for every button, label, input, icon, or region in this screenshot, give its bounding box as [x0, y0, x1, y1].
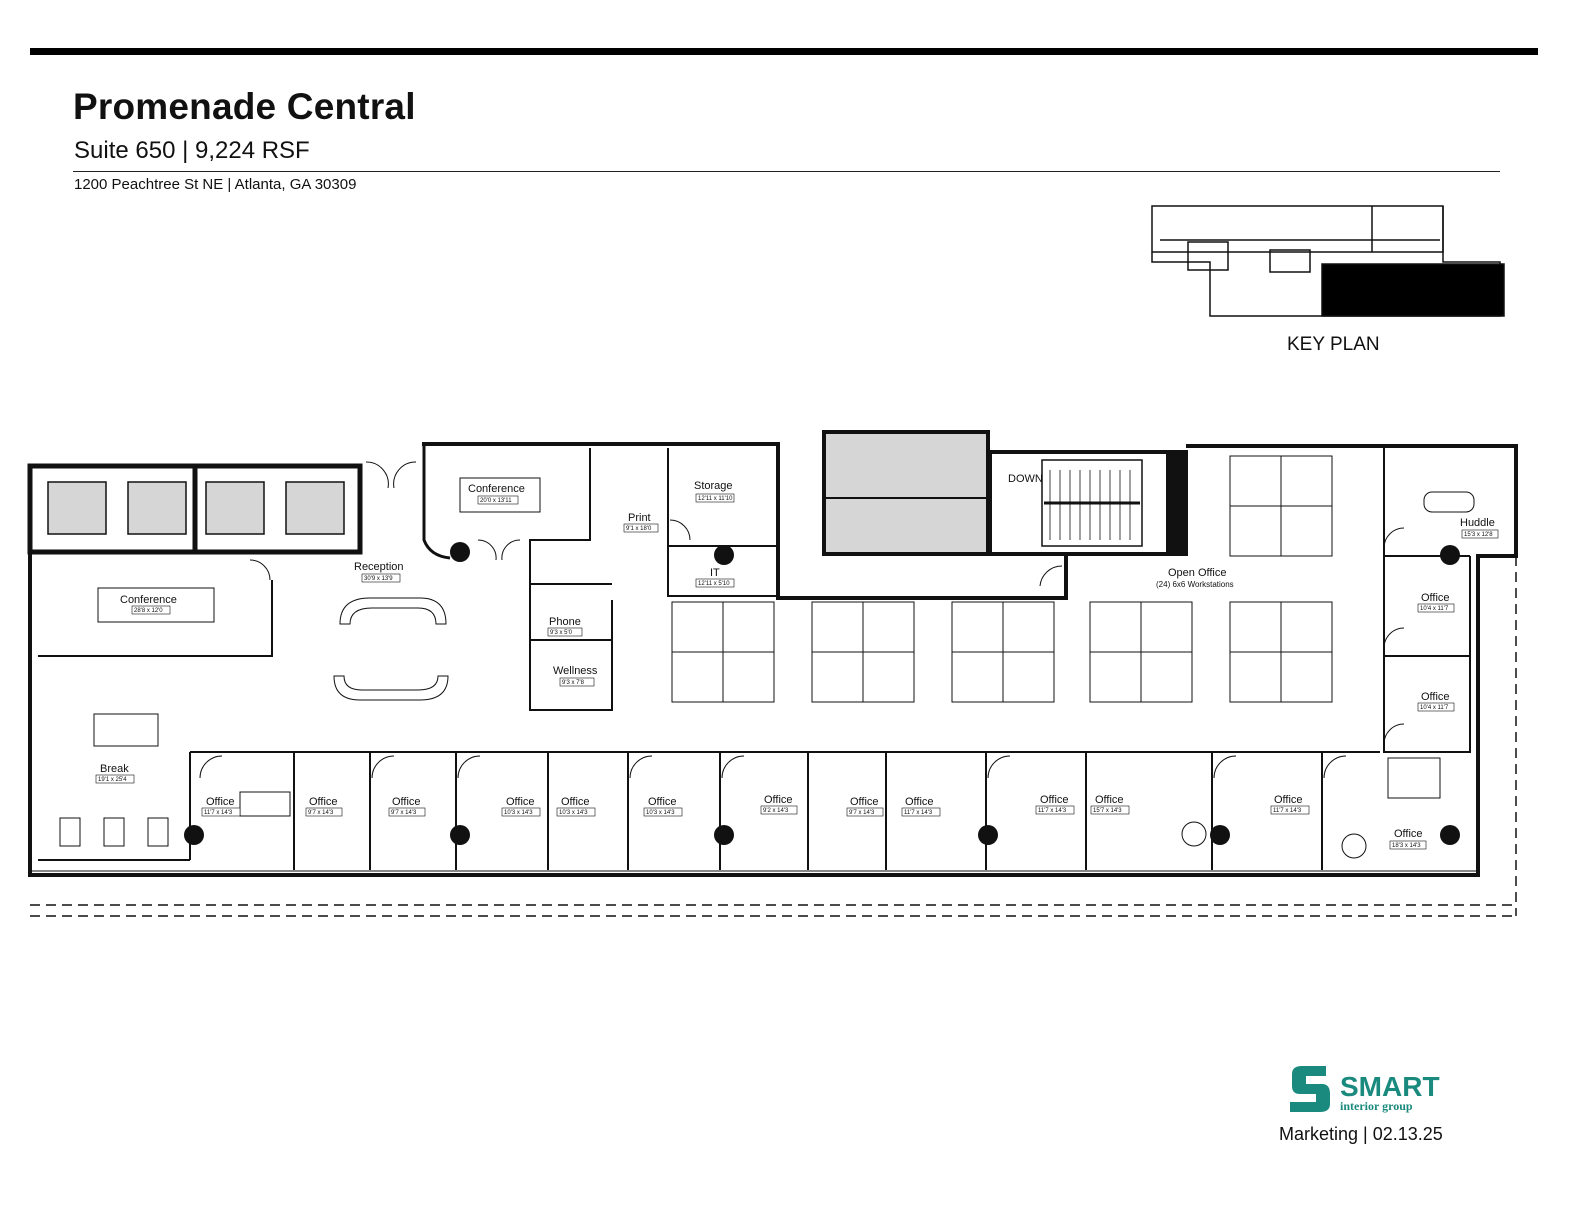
office-s2-label: Office: [309, 796, 338, 808]
footer-date: Marketing | 02.13.25: [1279, 1124, 1443, 1144]
office-s8-label: Office: [850, 796, 879, 808]
page-title: Promenade Central: [73, 86, 416, 127]
huddle-dims: 15'3 x 12'8: [1464, 532, 1493, 538]
logo-subtext: interior group: [1340, 1099, 1413, 1113]
smart-logo: SMART interior group: [1290, 1066, 1440, 1113]
office-s10-label: Office: [1040, 794, 1069, 806]
office-s5-dims: 10'3 x 14'3: [559, 810, 588, 816]
office-s8-dims: 9'7 x 14'3: [849, 810, 875, 816]
print-label: Print: [628, 512, 651, 524]
conference-dims-2: 28'8 x 12'0: [134, 608, 163, 614]
office-s7-label: Office: [764, 794, 793, 806]
room-labels: Conference 20'0 x 13'11 Conference 28'8 …: [95, 480, 1499, 850]
print-dims: 9'1 x 18'0: [626, 526, 652, 532]
address: 1200 Peachtree St NE | Atlanta, GA 30309: [74, 176, 357, 193]
open-office-label: Open Office: [1168, 567, 1227, 579]
wellness-label: Wellness: [553, 665, 598, 677]
office-s5-label: Office: [561, 796, 590, 808]
office-s1-label: Office: [206, 796, 235, 808]
wellness-dims: 9'3 x 7'8: [562, 680, 585, 686]
office-corner-label: Office: [1394, 828, 1423, 840]
interior-walls: [38, 446, 1471, 870]
office-ne-1-label: Office: [1421, 592, 1450, 604]
key-plan-drawing: [1151, 205, 1505, 317]
doors: [199, 461, 1405, 779]
conference-label-2: Conference: [120, 594, 177, 606]
reception-label: Reception: [354, 561, 404, 573]
office-s1-dims: 11'7 x 14'3: [204, 810, 233, 816]
office-ne-1-dims: 10'4 x 11'7: [1420, 606, 1449, 612]
office-s6-dims: 10'3 x 14'3: [646, 810, 675, 816]
open-office-note: (24) 6x6 Workstations: [1156, 580, 1234, 589]
it-dims: 12'11 x 5'10: [698, 581, 730, 587]
title-divider: [73, 171, 1500, 172]
building-core: DOWN: [822, 430, 1188, 556]
office-s3-label: Office: [392, 796, 421, 808]
logo-text: SMART: [1340, 1071, 1440, 1102]
office-s10-dims: 11'7 x 14'3: [1038, 808, 1067, 814]
office-s9-dims: 11'7 x 14'3: [904, 810, 933, 816]
office-ne-2-label: Office: [1421, 691, 1450, 703]
header-rule: [30, 48, 1538, 55]
it-label: IT: [710, 567, 720, 579]
suite-info: Suite 650 | 9,224 RSF: [74, 137, 310, 164]
office-s11-label: Office: [1095, 794, 1124, 806]
office-s4-label: Office: [506, 796, 535, 808]
office-s2-dims: 9'7 x 14'3: [308, 810, 334, 816]
storage-dims: 12'11 x 11'10: [698, 496, 733, 502]
phone-dims: 9'3 x 5'0: [550, 630, 573, 636]
office-s12-label: Office: [1274, 794, 1303, 806]
office-s3-dims: 9'7 x 14'3: [391, 810, 417, 816]
conference-dims: 20'0 x 13'11: [480, 498, 512, 504]
office-s6-label: Office: [648, 796, 677, 808]
columns: [184, 542, 1460, 845]
phone-label: Phone: [549, 616, 581, 628]
office-s7-dims: 9'2 x 14'3: [763, 808, 789, 814]
key-plan-label: KEY PLAN: [1287, 334, 1380, 355]
break-dims: 19'1 x 25'4: [98, 777, 127, 783]
stair-label: DOWN: [1008, 473, 1043, 485]
office-ne-2-dims: 10'4 x 11'7: [1420, 705, 1449, 711]
office-s4-dims: 10'3 x 14'3: [504, 810, 533, 816]
huddle-label: Huddle: [1460, 517, 1495, 529]
storage-label: Storage: [694, 480, 733, 492]
office-corner-dims: 18'3 x 14'3: [1392, 843, 1421, 849]
exterior-walls: [28, 442, 1518, 917]
office-s9-label: Office: [905, 796, 934, 808]
office-s11-dims: 15'7 x 14'3: [1093, 808, 1122, 814]
window-bays: [27, 463, 363, 555]
break-label: Break: [100, 763, 129, 775]
conference-label: Conference: [468, 483, 525, 495]
office-s12-dims: 11'7 x 14'3: [1273, 808, 1302, 814]
reception-dims: 30'9 x 13'9: [364, 576, 393, 582]
furniture: [59, 455, 1475, 859]
